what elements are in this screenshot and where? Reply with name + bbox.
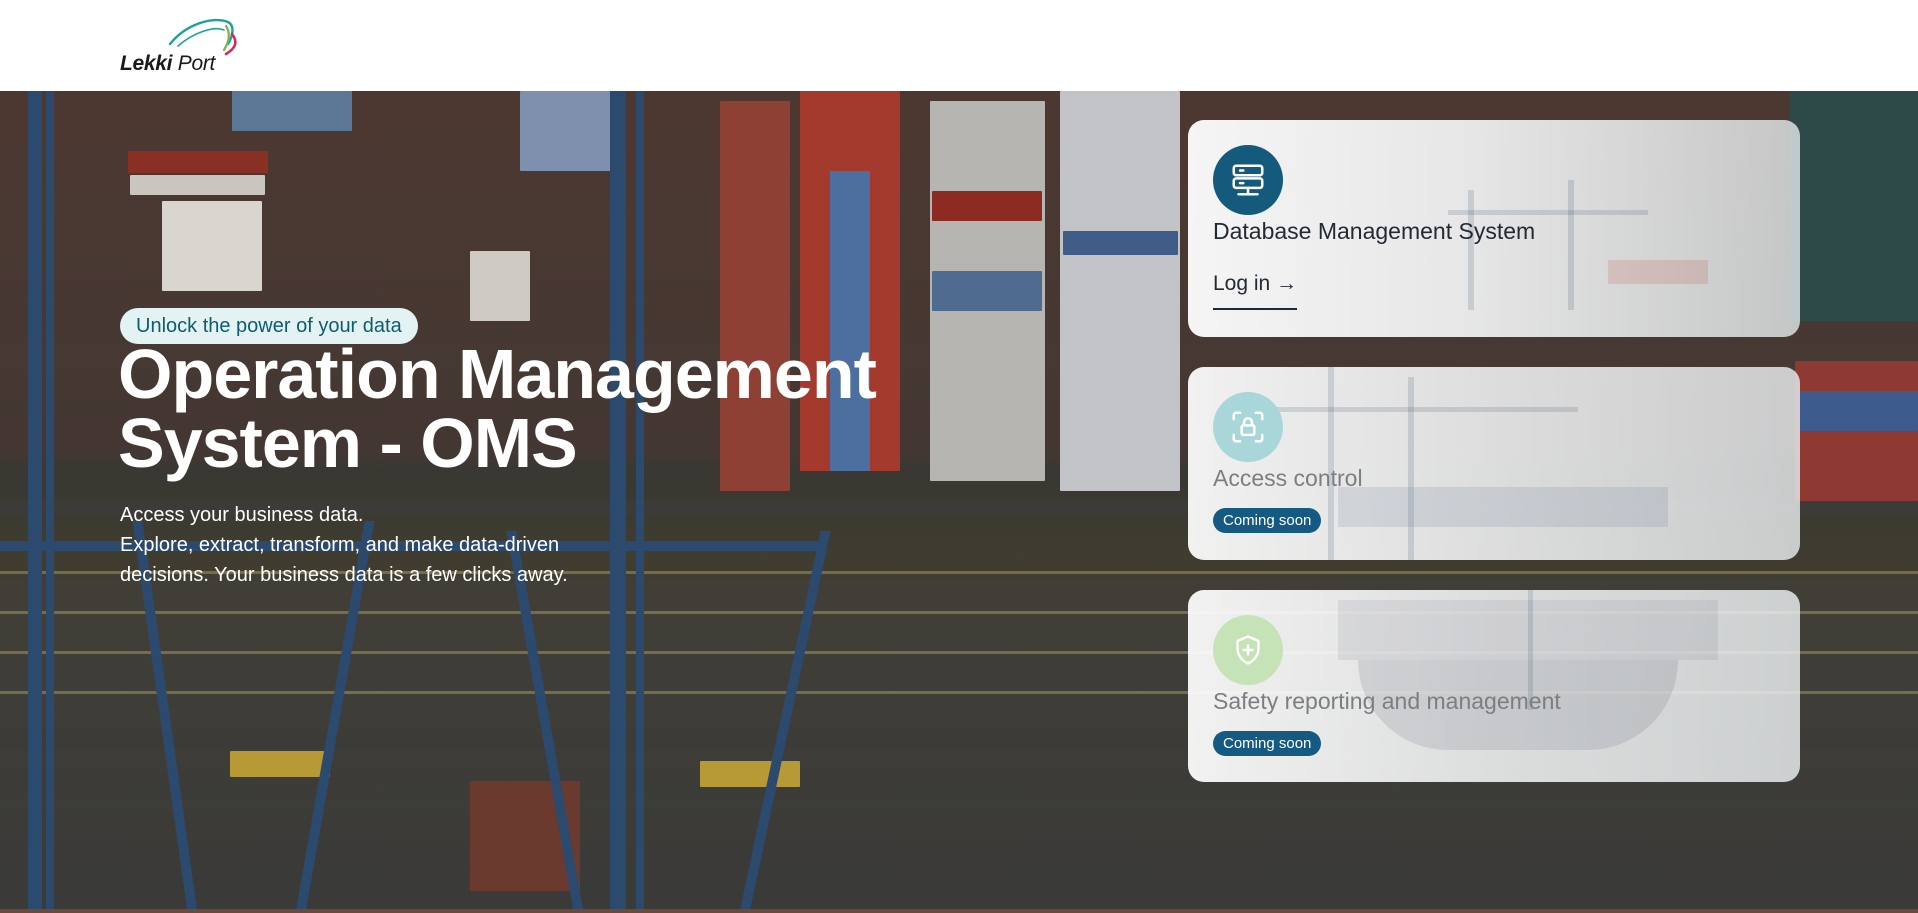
- access-control-card: Access control Coming soon: [1188, 367, 1800, 560]
- footer-strip: [0, 909, 1918, 913]
- title-line-2: System - OMS: [118, 404, 578, 482]
- coming-soon-badge: Coming soon: [1213, 508, 1322, 533]
- database-management-card[interactable]: Database Management System Log in →: [1188, 120, 1800, 337]
- login-link[interactable]: Log in →: [1213, 272, 1298, 310]
- top-header: Lekki Port: [0, 0, 1918, 91]
- card-title: Safety reporting and management: [1213, 688, 1561, 714]
- description-line-3: decisions. Your business data is a few c…: [120, 564, 568, 586]
- server-icon: [1213, 145, 1283, 215]
- description-line-2: Explore, extract, transform, and make da…: [120, 534, 560, 556]
- title-line-1: Operation Management: [118, 335, 877, 413]
- logo-swoosh-icon: [168, 18, 237, 56]
- lekki-port-logo[interactable]: Lekki Port: [118, 14, 258, 78]
- logo-wordmark: Lekki Port: [120, 52, 216, 75]
- card-title: Database Management System: [1213, 218, 1536, 244]
- page-title: Operation Management System - OMS: [118, 335, 1018, 482]
- hero-badge: Unlock the power of your data: [120, 308, 418, 344]
- description-line-1: Access your business data.: [120, 504, 364, 526]
- hero-description: Access your business data. Explore, extr…: [120, 500, 660, 590]
- coming-soon-badge: Coming soon: [1213, 731, 1322, 756]
- card-title: Access control: [1213, 465, 1363, 491]
- lock-scan-icon: [1213, 392, 1283, 462]
- shield-plus-icon: [1213, 615, 1283, 685]
- safety-reporting-card: Safety reporting and management Coming s…: [1188, 590, 1800, 782]
